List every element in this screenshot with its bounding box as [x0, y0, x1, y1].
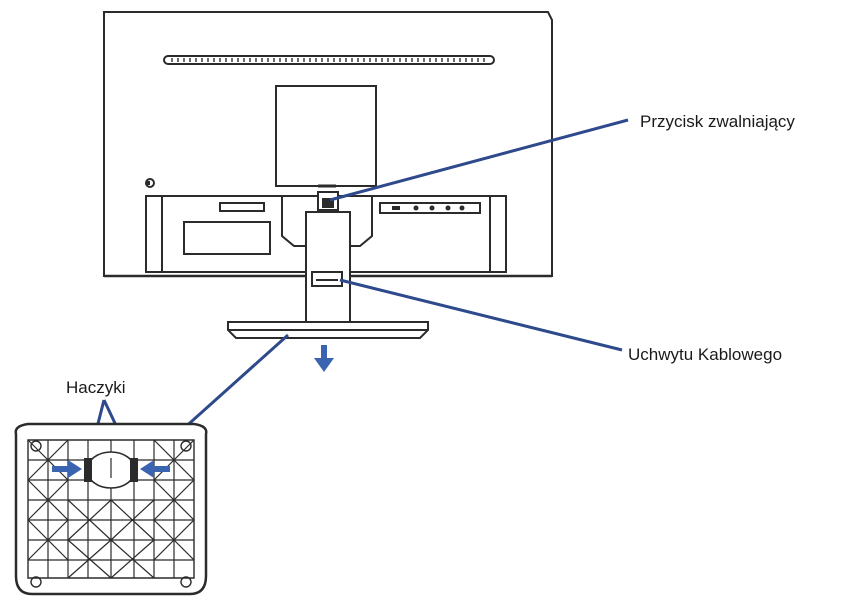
stand-base-top-view [14, 422, 208, 596]
cable-callout-line [339, 278, 623, 352]
vent-slots [163, 55, 495, 65]
hooks-label: Haczyki [66, 378, 126, 397]
down-arrow-icon [314, 345, 334, 372]
right-arrow-icon [52, 460, 82, 478]
port-icons [392, 205, 465, 211]
stand-neck [305, 211, 351, 323]
release-callout-line [329, 118, 629, 202]
port-panel [145, 195, 507, 273]
release-button [322, 198, 334, 208]
release-button-label: Przycisk zwalniający [640, 112, 795, 131]
vesa-plate [275, 85, 377, 188]
stand-base [227, 321, 429, 339]
lock-slot-icon [145, 178, 155, 188]
left-arrow-icon [140, 460, 170, 478]
base-callout-line [180, 333, 290, 432]
cable-holder-label: Uchwytu Kablowego [628, 345, 783, 364]
hook-arrows [52, 460, 170, 478]
hooks [84, 458, 138, 482]
